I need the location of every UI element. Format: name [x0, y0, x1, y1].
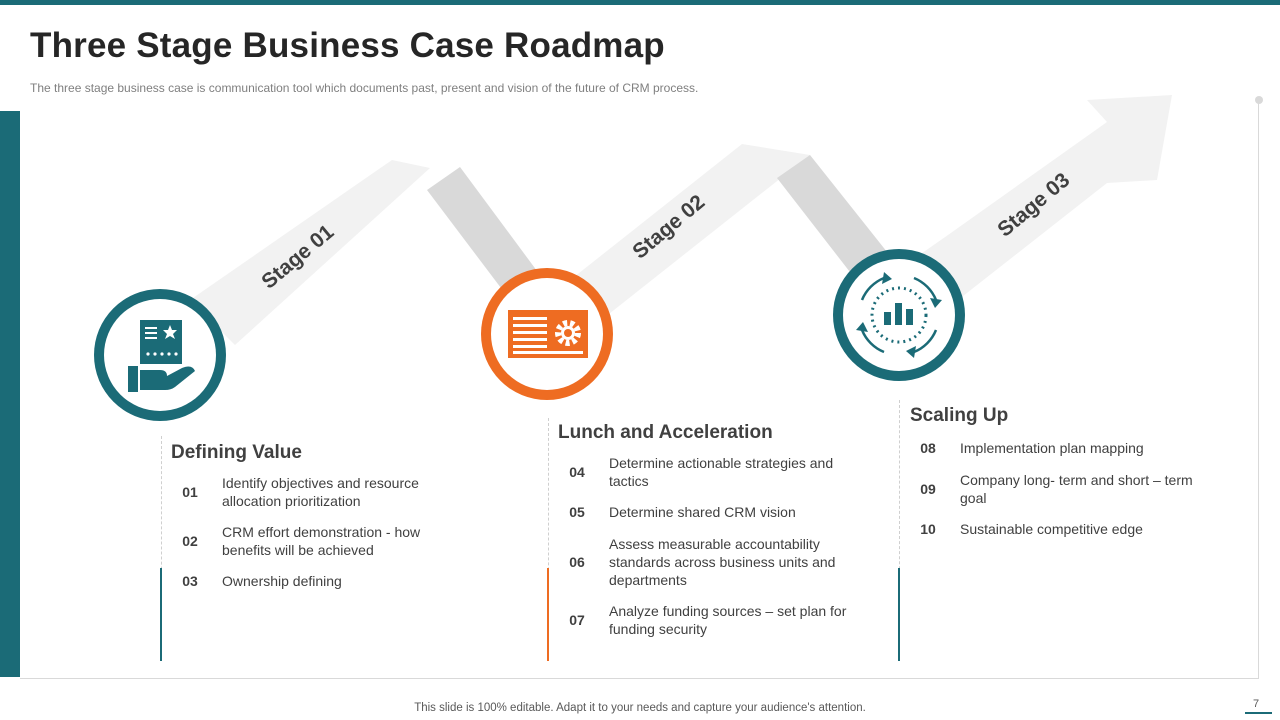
page-title: Three Stage Business Case Roadmap	[30, 26, 665, 65]
item-number: 09	[920, 481, 936, 497]
left-accent-bar	[0, 111, 20, 677]
stage-01-accent-line	[160, 568, 162, 661]
item-number: 02	[182, 533, 198, 549]
item-text: Implementation plan mapping	[960, 440, 1144, 456]
stage-03-divider	[899, 400, 900, 660]
frame-bottom-line	[20, 678, 1259, 679]
list-item: 10 Sustainable competitive edge	[908, 520, 1198, 538]
list-item: 04 Determine actionable strategies and t…	[557, 454, 847, 490]
item-text: Identify objectives and resource allocat…	[222, 475, 419, 509]
page-number-underline	[1245, 712, 1272, 714]
item-number: 03	[182, 573, 198, 589]
arrow-segment-2	[545, 144, 810, 325]
browser-gear-icon	[508, 310, 588, 358]
stage-02-circle	[481, 268, 613, 400]
footer-note: This slide is 100% editable. Adapt it to…	[414, 702, 866, 714]
item-text: Sustainable competitive edge	[960, 521, 1143, 537]
list-item: 02 CRM effort demonstration - how benefi…	[170, 523, 470, 559]
stage-02-accent-line	[547, 568, 549, 661]
stage-03-circle	[833, 249, 965, 381]
stage-01-circle	[94, 289, 226, 421]
top-accent-bar	[0, 0, 1280, 5]
item-text: CRM effort demonstration - how benefits …	[222, 524, 421, 558]
stage-01-title: Defining Value	[171, 442, 302, 463]
stage-02-divider	[548, 418, 549, 660]
arrow-connector-1	[427, 167, 540, 300]
item-text: Company long- term and short – term goal	[960, 472, 1193, 506]
page-subtitle: The three stage business case is communi…	[30, 81, 699, 95]
item-number: 08	[920, 440, 936, 456]
frame-corner-dot	[1255, 96, 1263, 104]
list-item: 06 Assess measurable accountability stan…	[557, 535, 847, 589]
arrow-segment-1	[190, 160, 430, 345]
stage-03-accent-line	[898, 568, 900, 661]
stage-02-title: Lunch and Acceleration	[558, 422, 773, 443]
list-item: 07 Analyze funding sources – set plan fo…	[557, 602, 847, 638]
item-text: Determine shared CRM vision	[609, 504, 796, 520]
item-number: 06	[569, 554, 585, 570]
item-number: 05	[569, 504, 585, 520]
item-text: Analyze funding sources – set plan for f…	[609, 603, 847, 637]
item-text: Assess measurable accountability standar…	[609, 536, 836, 588]
list-item: 03 Ownership defining	[170, 572, 470, 590]
list-item: 08 Implementation plan mapping	[908, 439, 1198, 457]
item-number: 04	[569, 464, 585, 480]
arrow-segment-3	[905, 95, 1172, 300]
item-number: 01	[182, 484, 198, 500]
item-text: Determine actionable strategies and tact…	[609, 455, 834, 489]
cycle-chart-icon	[860, 276, 938, 354]
arrow-connector-2	[777, 155, 895, 285]
item-number: 10	[920, 521, 936, 537]
stage-01-divider	[161, 436, 162, 660]
hand-holding-certificate-icon	[128, 320, 195, 392]
stage-03-title: Scaling Up	[910, 405, 1009, 426]
list-item: 09 Company long- term and short – term g…	[908, 471, 1198, 507]
item-text: Ownership defining	[222, 573, 342, 589]
list-item: 01 Identify objectives and resource allo…	[170, 474, 470, 510]
page-number: 7	[1253, 698, 1260, 710]
list-item: 05 Determine shared CRM vision	[557, 503, 847, 521]
frame-right-line	[1258, 100, 1259, 678]
item-number: 07	[569, 612, 585, 628]
